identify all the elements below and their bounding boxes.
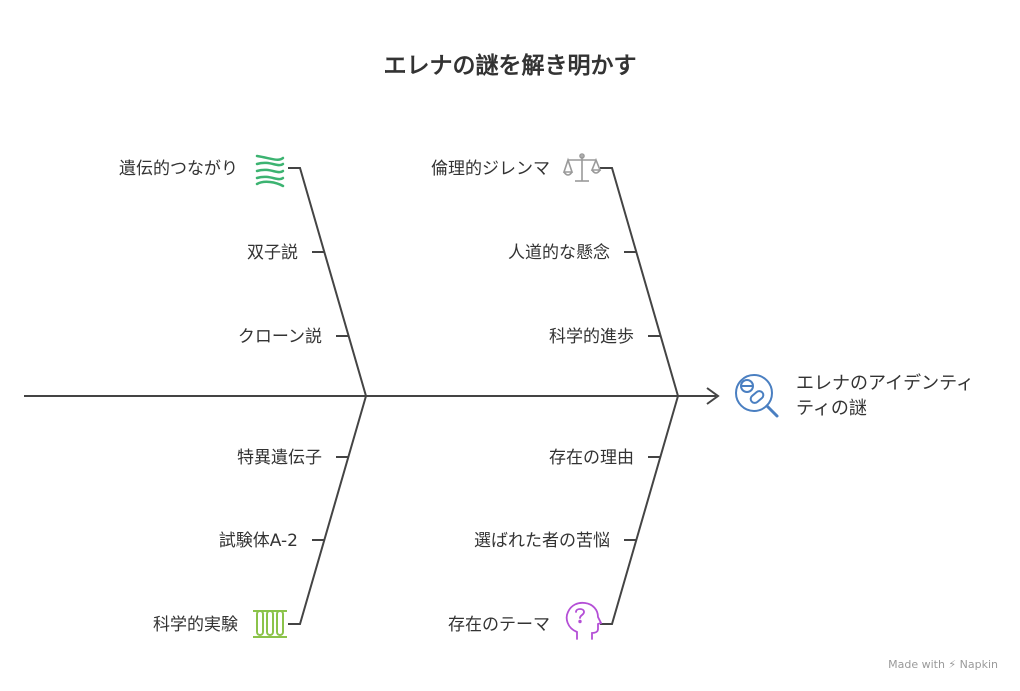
- category-upper-left: 遺伝的つながり: [119, 159, 238, 179]
- mystery-magnifier-icon: [735, 374, 779, 418]
- page-title: エレナの謎を解き明かす: [383, 53, 637, 79]
- cause-lr-1: 存在の理由: [549, 448, 634, 468]
- spine-arrowhead: [706, 387, 720, 405]
- category-lower-right: 存在のテーマ: [448, 615, 550, 635]
- napkin-watermark: Made with ⚡ Napkin: [888, 658, 998, 671]
- cause-ll-2: 試験体A-2: [219, 531, 298, 551]
- bone-upper-right: [600, 167, 679, 397]
- dna-icon: [255, 154, 285, 188]
- scale-icon: [562, 153, 602, 182]
- bone-lower-left: [288, 395, 367, 625]
- bone-upper-left: [288, 167, 367, 397]
- cause-ur-1: 人道的な懸念: [508, 242, 610, 263]
- test-tubes-icon: [253, 610, 287, 638]
- category-lower-left: 科学的実験: [153, 615, 238, 635]
- head-label-line1: エレナのアイデンティ: [796, 373, 974, 394]
- mind-question-icon: [565, 601, 603, 640]
- cause-lr-2: 選ばれた者の苦悩: [474, 531, 610, 551]
- cause-ul-1: 双子説: [247, 243, 298, 263]
- category-upper-right: 倫理的ジレンマ: [431, 159, 550, 179]
- cause-ll-1: 特異遺伝子: [237, 448, 322, 468]
- bone-lower-right: [600, 395, 679, 625]
- cause-ul-2: クローン説: [238, 327, 322, 347]
- head-label-line2: ティの謎: [796, 398, 867, 419]
- cause-ur-2: 科学的進歩: [549, 327, 634, 347]
